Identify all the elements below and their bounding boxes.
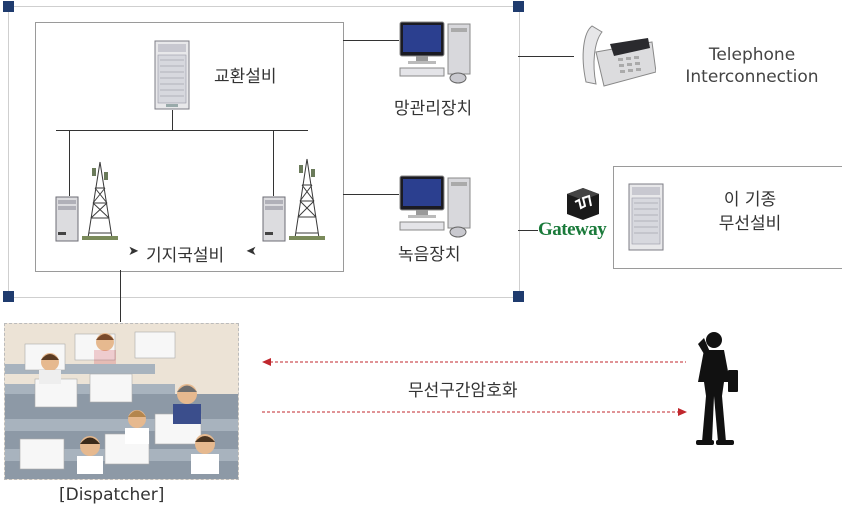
line-frame-telephone (518, 56, 574, 57)
line-frame-dispatcher (120, 270, 121, 322)
line-frame-gateway (518, 230, 538, 231)
gateway-logo-icon (561, 186, 605, 222)
frame-corner-tr (513, 1, 524, 12)
telephone-icon (574, 24, 656, 94)
line-exchange-recorder (343, 194, 399, 195)
tree-line-bar (56, 130, 308, 131)
other-radio-server-icon (628, 183, 664, 251)
dispatcher-label: [Dispatcher] (59, 485, 165, 505)
line-exchange-nms (343, 40, 399, 41)
person-phone-icon (688, 330, 742, 448)
encrypted-arrow-top (262, 357, 687, 367)
tree-line-trunk (172, 110, 173, 130)
gateway-label: Gateway (538, 219, 607, 240)
system-frame (8, 6, 520, 298)
tower-left-icon (80, 158, 120, 240)
encrypted-call-label: 무선구간암호화 (408, 381, 518, 401)
base-station-server-right-icon (262, 196, 286, 242)
frame-corner-bl (3, 291, 14, 302)
tree-line-left (69, 130, 70, 196)
telephone-label: Telephone Interconnection (685, 45, 819, 87)
exchange-label: 교환설비 (214, 67, 277, 87)
exchange-server-icon (154, 40, 190, 110)
dispatcher-illustration (4, 323, 239, 480)
other-radio-label: 이 기종 무선설비 (718, 190, 782, 234)
base-station-label: 기지국설비 (146, 246, 225, 266)
frame-corner-tl (3, 1, 14, 12)
frame-corner-br (513, 291, 524, 302)
arrow-right-icon: ➤ (128, 244, 139, 259)
tree-line-right (273, 130, 274, 196)
tower-right-icon (287, 155, 327, 240)
recorder-label: 녹음장치 (398, 245, 461, 265)
nms-label: 망관리장치 (394, 99, 473, 119)
arrow-left-icon: ➤ (246, 244, 257, 259)
nms-computer-icon (398, 20, 478, 84)
base-station-server-left-icon (55, 196, 79, 242)
recorder-computer-icon (398, 174, 478, 238)
encrypted-arrow-bottom (262, 407, 687, 417)
